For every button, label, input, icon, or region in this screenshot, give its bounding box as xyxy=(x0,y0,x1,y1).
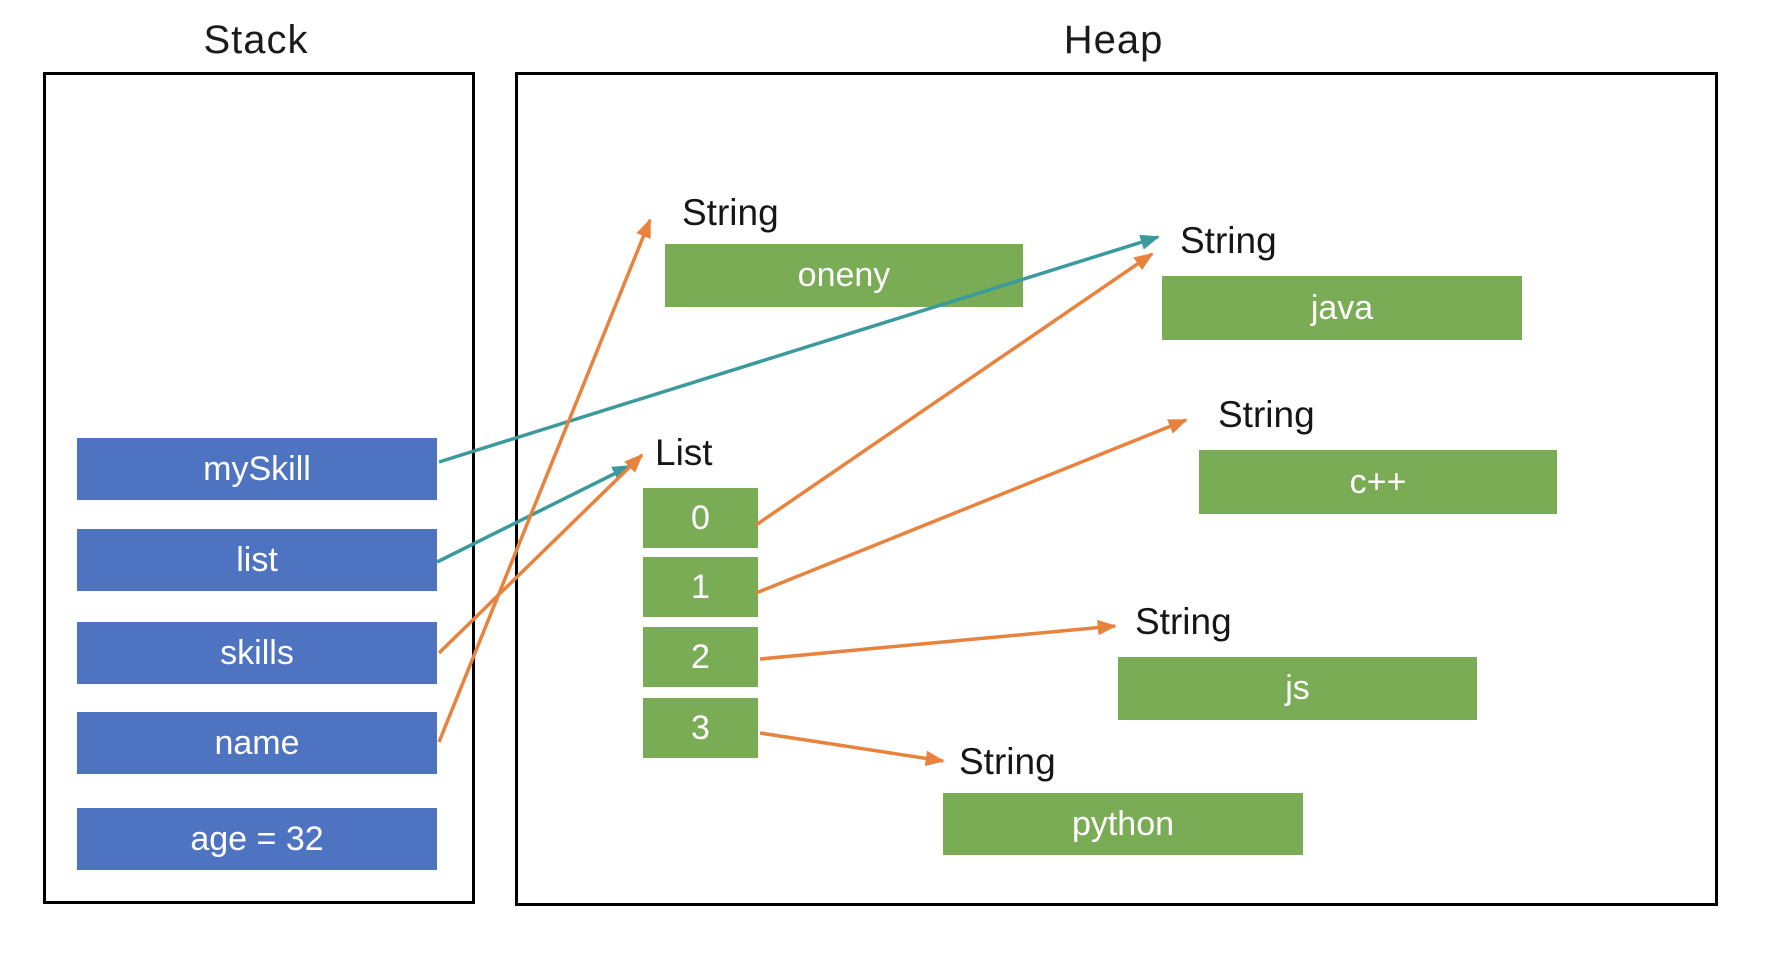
stack-item-label: name xyxy=(214,723,300,762)
heap-title: Heap xyxy=(1063,18,1164,62)
heap-object-js-type-label: String xyxy=(1135,601,1232,642)
heap-object-java: java xyxy=(1162,276,1522,340)
heap-object-value: python xyxy=(1071,804,1175,843)
stack-item-name: name xyxy=(77,712,437,774)
stack-title: Stack xyxy=(203,18,309,62)
list-cell0: 0 xyxy=(643,488,758,548)
stack-item-label: skills xyxy=(220,633,294,672)
heap-object-js: js xyxy=(1118,657,1477,720)
heap-object-python: python xyxy=(943,793,1303,855)
heap-object-cpp: c++ xyxy=(1199,450,1557,514)
stack-item-label: mySkill xyxy=(203,449,311,488)
heap-object-value: java xyxy=(1310,288,1374,327)
heap-object-oneny-type-label: String xyxy=(682,192,779,233)
stack-item-label: age = 32 xyxy=(190,819,324,858)
list-cell-index: 1 xyxy=(691,567,710,606)
heap-object-java-type-label: String xyxy=(1180,220,1277,261)
stack-item-myskill: mySkill xyxy=(77,438,437,500)
heap-object-python-type-label: String xyxy=(959,741,1056,782)
stack-item-list: list xyxy=(77,529,437,591)
list-cell3: 3 xyxy=(643,698,758,758)
list-cell-index: 2 xyxy=(691,637,710,676)
heap-object-cpp-type-label: String xyxy=(1218,394,1315,435)
list-cell1: 1 xyxy=(643,557,758,617)
list-cell2: 2 xyxy=(643,627,758,687)
list-cell-index: 0 xyxy=(691,498,710,537)
stack-item-label: list xyxy=(236,540,278,579)
list-cell-index: 3 xyxy=(691,708,710,747)
list-label: List xyxy=(655,432,713,473)
heap-object-value: oneny xyxy=(797,256,891,294)
heap-object-oneny: oneny xyxy=(665,244,1023,307)
stack-item-skills: skills xyxy=(77,622,437,684)
heap-object-value: c++ xyxy=(1349,462,1407,501)
heap-object-value: js xyxy=(1285,669,1310,707)
stack-item-age: age = 32 xyxy=(77,808,437,870)
